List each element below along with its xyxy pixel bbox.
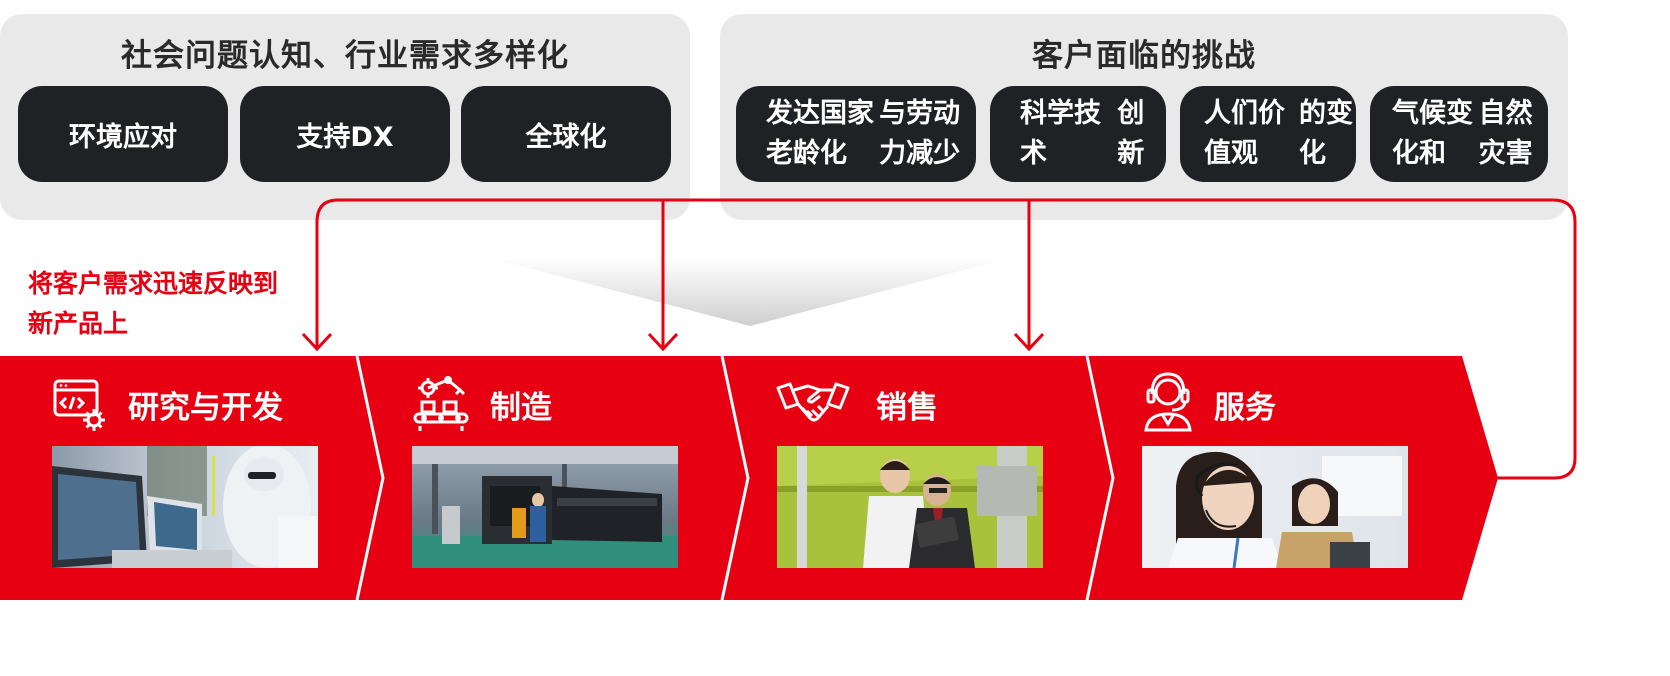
chevron-divider-3 xyxy=(1085,355,1115,601)
pill-climate-line1: 气候变化和 xyxy=(1392,98,1473,169)
feedback-note-line2: 新产品上 xyxy=(28,309,129,338)
pill-dx-support: 支持DX xyxy=(240,86,450,182)
pill-values-change: 人们价值观 的变化 xyxy=(1180,86,1356,182)
pill-values-line1: 人们价值观 xyxy=(1204,98,1285,169)
funnel-shape xyxy=(490,258,1010,326)
arrowhead-sales xyxy=(1013,332,1045,352)
pill-values-line2: 的变化 xyxy=(1299,98,1353,169)
call-center-photo xyxy=(1142,446,1408,568)
pill-technology-innovation: 科学技术 创新 xyxy=(990,86,1166,182)
pill-environment: 环境应对 xyxy=(18,86,228,182)
pill-aging-labor-line2: 与劳动力减少 xyxy=(879,98,961,169)
arrowhead-rd xyxy=(301,332,333,352)
pill-globalization: 全球化 xyxy=(461,86,671,182)
sales-meeting-photo xyxy=(777,446,1043,568)
stage-label-sales: 销售 xyxy=(876,390,938,426)
feedback-note: 将客户需求迅速反映到 新产品上 xyxy=(28,264,278,344)
stage-label-manufacturing: 制造 xyxy=(490,390,552,426)
feedback-note-line1: 将客户需求迅速反映到 xyxy=(28,269,279,298)
pill-technology-line1: 科学技术 xyxy=(1020,98,1101,169)
pill-climate-disaster: 气候变化和 自然灾害 xyxy=(1370,86,1548,182)
handshake-icon xyxy=(776,378,850,430)
pill-aging-labor-line1: 发达国家老龄化 xyxy=(766,98,874,169)
customer-challenges-title: 客户面临的挑战 xyxy=(1032,38,1256,74)
social-issues-title: 社会问题认知、行业需求多样化 xyxy=(121,38,569,74)
pill-climate-line2: 自然灾害 xyxy=(1478,98,1533,169)
robot-arm-conveyor-icon xyxy=(412,374,470,432)
pill-technology-line2: 创新 xyxy=(1117,98,1145,169)
chevron-divider-1 xyxy=(355,355,385,601)
arrowhead-manufacturing xyxy=(647,332,679,352)
feedback-loop-line xyxy=(315,198,1577,480)
stage-label-rd: 研究与开发 xyxy=(128,390,283,426)
code-gear-icon xyxy=(52,376,108,432)
pill-aging-labor: 发达国家老龄化 与劳动力减少 xyxy=(736,86,976,182)
factory-floor-photo xyxy=(412,446,678,568)
lab-engineer-photo xyxy=(52,446,318,568)
stage-label-service: 服务 xyxy=(1214,390,1276,426)
chevron-divider-2 xyxy=(720,355,750,601)
headset-operator-icon xyxy=(1140,370,1196,432)
